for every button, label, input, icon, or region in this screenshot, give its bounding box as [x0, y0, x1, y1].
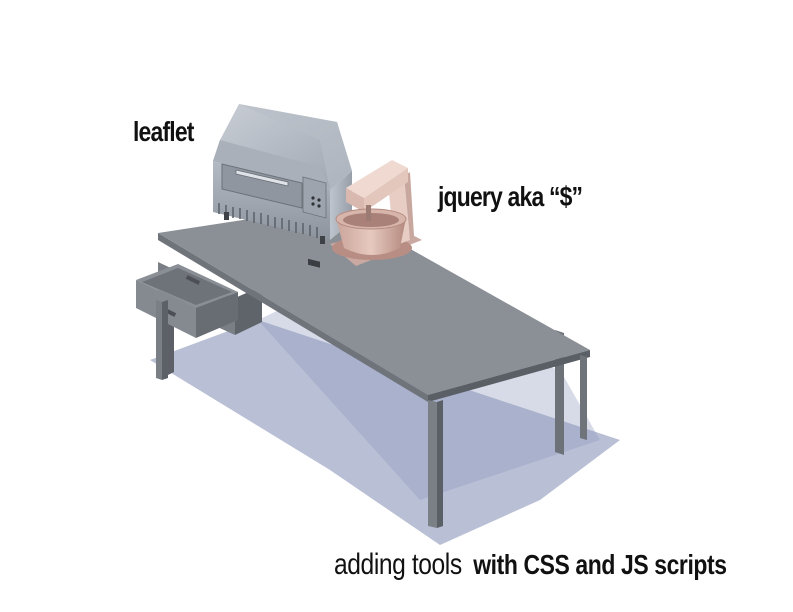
oven-label: leaflet: [133, 116, 194, 147]
table-top: [158, 206, 590, 395]
stand-mixer-icon: [332, 160, 414, 260]
caption: adding tools with CSS and JS scripts: [334, 548, 727, 582]
caption-regular: adding tools: [334, 548, 462, 581]
mixer-label: jquery aka “$”: [438, 181, 583, 212]
caption-bold: with CSS and JS scripts: [473, 549, 727, 580]
table: [136, 206, 590, 528]
